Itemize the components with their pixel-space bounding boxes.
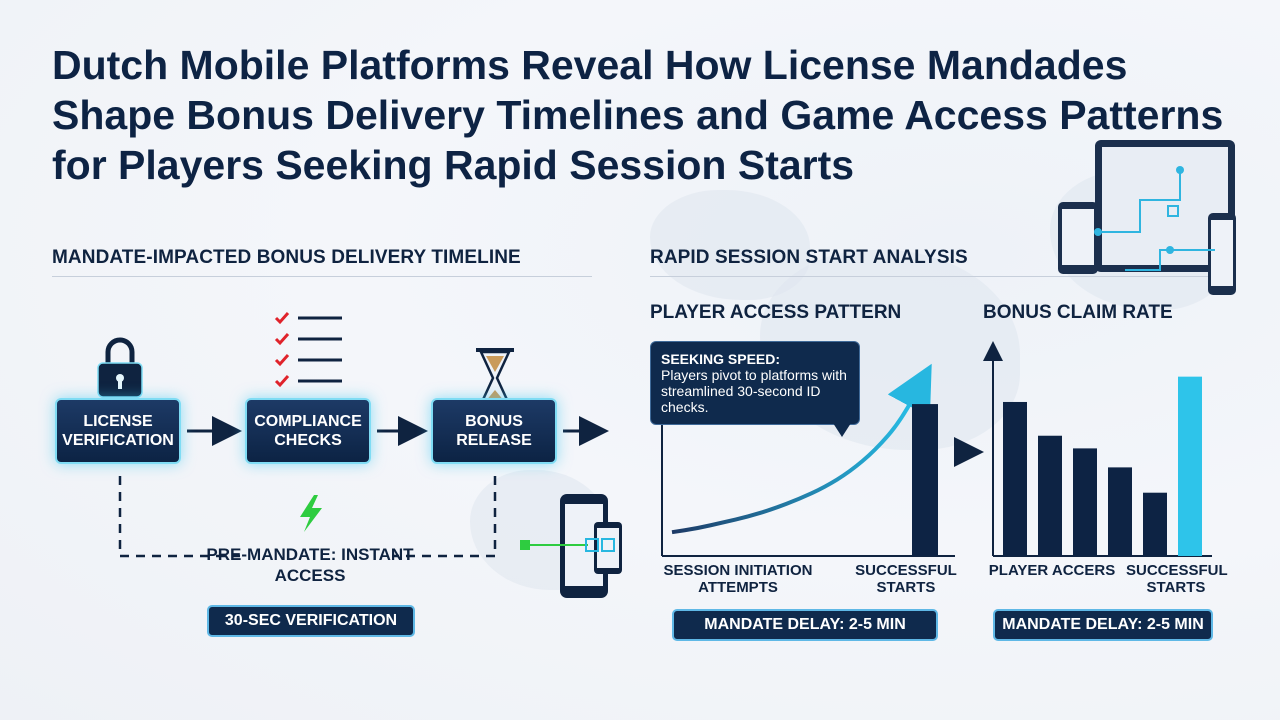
claim-bar-2 (1038, 435, 1062, 556)
section-divider (650, 276, 1230, 277)
claim-x-label-left: PLAYER ACCERS (988, 562, 1116, 579)
checklist-icon (274, 312, 342, 388)
bypass-path-right (392, 476, 497, 558)
callout-tail (833, 423, 851, 437)
claim-x-label-right: SUCCESSFUL STARTS (1126, 562, 1228, 596)
claim-bar-1 (1003, 401, 1027, 556)
access-chart-title: PLAYER ACCESS PATTERN (650, 302, 902, 323)
pre-mandate-label: PRE-MANDATE: INSTANT ACCESS (206, 545, 414, 585)
claim-delay-pill: MANDATE DELAY: 2-5 MIN (993, 609, 1213, 641)
callout-body: Players pivot to platforms with streamli… (661, 367, 847, 415)
access-x-label-right: SUCCESSFUL STARTS (855, 562, 957, 596)
analysis-section-title: RAPID SESSION START ANALYSIS (650, 247, 968, 268)
callout-title: SEEKING SPEED: (661, 351, 781, 367)
lock-icon (97, 337, 143, 398)
verification-pill: 30-SEC VERIFICATION (207, 605, 415, 637)
phone-illustration (520, 494, 622, 598)
access-trend-line (671, 363, 932, 535)
devices-illustration (1058, 140, 1236, 295)
claim-chart (983, 341, 1212, 557)
timeline-section-title: MANDATE-IMPACTED BONUS DELIVERY TIMELINE (52, 247, 521, 268)
bonus-release-node: BONUS RELEASE (431, 398, 557, 464)
access-x-label-left: SESSION INITIATION ATTEMPTS (663, 562, 813, 596)
section-divider (52, 276, 592, 277)
bypass-path-left (118, 476, 240, 558)
claim-chart-title: BONUS CLAIM RATE (983, 302, 1173, 323)
claim-bar-6 (1178, 376, 1202, 556)
access-delay-pill: MANDATE DELAY: 2-5 MIN (672, 609, 938, 641)
lightning-bolt-icon (300, 495, 322, 532)
compliance-checks-node: COMPLIANCE CHECKS (245, 398, 371, 464)
claim-bar-5 (1143, 492, 1167, 556)
seeking-speed-callout: SEEKING SPEED: Players pivot to platform… (650, 341, 860, 425)
access-chart (661, 363, 955, 557)
successful-starts-bar (912, 404, 938, 556)
page-title: Dutch Mobile Platforms Reveal How Licens… (52, 42, 1224, 188)
claim-bar-4 (1108, 467, 1132, 556)
claim-bar-3 (1073, 448, 1097, 556)
license-verification-node: LICENSE VERIFICATION (55, 398, 181, 464)
